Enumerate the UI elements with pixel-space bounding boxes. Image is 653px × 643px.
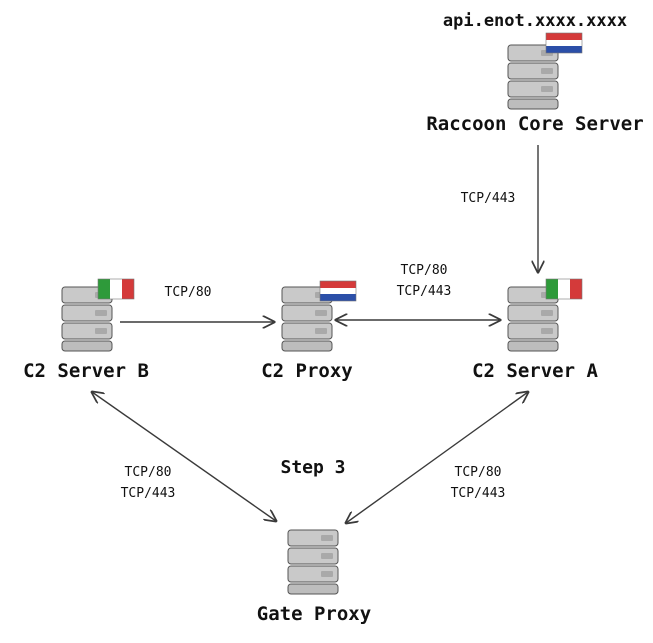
c2-proxy-label: C2 Proxy [261,360,353,382]
edge-b-gate-label-2: TCP/443 [121,486,176,501]
edge-b-gate [92,392,276,521]
edge-b-to-proxy-label: TCP/80 [165,285,212,300]
c2-proxy-icon [281,280,357,352]
core-host-label: api.enot.xxxx.xxxx [443,11,627,31]
edge-a-gate [346,392,528,523]
c2-server-b-label: C2 Server B [23,360,149,382]
edge-a-gate-label-2: TCP/443 [451,486,506,501]
gate-proxy-icon [287,529,339,595]
edge-proxy-c2a-label-1: TCP/80 [401,263,448,278]
step-label: Step 3 [280,457,345,478]
core-server-icon [507,32,583,110]
edge-a-gate-label-1: TCP/80 [455,465,502,480]
edge-b-gate-label-1: TCP/80 [125,465,172,480]
c2-server-b-icon [61,278,135,352]
c2-server-a-icon [507,278,583,352]
gate-proxy-label: Gate Proxy [257,603,371,625]
core-server-label: Raccoon Core Server [426,113,643,135]
edge-core-to-c2a-label: TCP/443 [461,191,516,206]
c2-server-a-label: C2 Server A [472,360,598,382]
edge-proxy-c2a-label-2: TCP/443 [397,284,452,299]
